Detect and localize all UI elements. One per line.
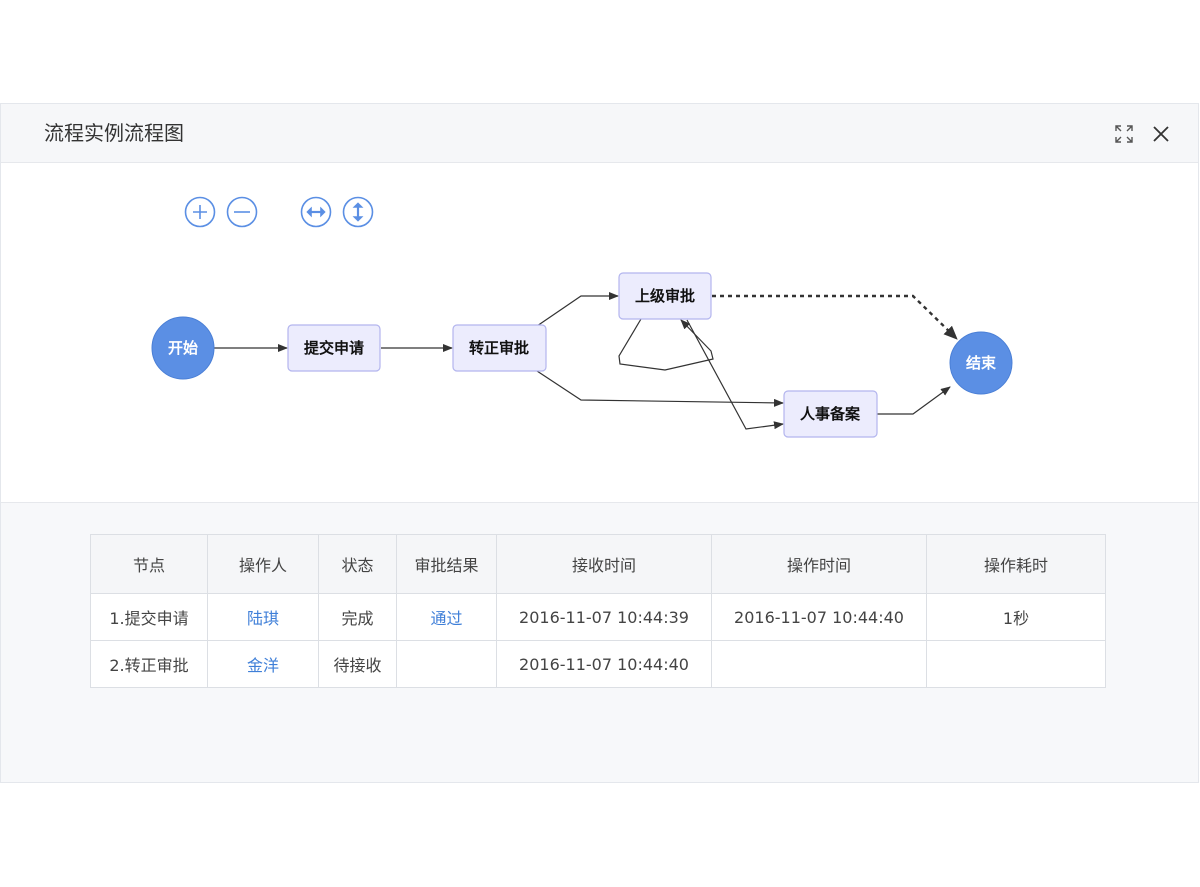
cell-result-link [396,640,497,688]
table-header-row: 节点 操作人 状态 审批结果 接收时间 操作时间 操作耗时 [90,534,1106,594]
zoom-in-icon[interactable] [184,196,216,228]
col-header-duration: 操作耗时 [926,534,1106,594]
flow-diagram-area: 开始 提交申请 转正审批 上级审批 人事备案 结束 [1,163,1198,503]
node-regularize-label: 转正审批 [469,339,529,357]
dialog-title: 流程实例流程图 [44,121,184,145]
fit-width-icon[interactable] [300,196,332,228]
node-submit[interactable]: 提交申请 [287,324,381,372]
close-icon[interactable] [1149,122,1173,146]
col-header-status: 状态 [318,534,397,594]
node-regularize[interactable]: 转正审批 [452,324,547,372]
col-header-node: 节点 [90,534,208,594]
node-end[interactable]: 结束 [949,331,1013,395]
node-submit-label: 提交申请 [304,339,364,357]
edge-superior-hr [686,319,784,430]
approval-records-table: 节点 操作人 状态 审批结果 接收时间 操作时间 操作耗时 1.提交申请 陆琪 … [90,534,1106,688]
col-header-result: 审批结果 [396,534,497,594]
fit-height-icon[interactable] [342,196,374,228]
cell-status: 待接收 [318,640,397,688]
cell-duration [926,640,1106,688]
fullscreen-icon[interactable] [1112,122,1136,146]
process-diagram-dialog: 流程实例流程图 [0,103,1199,783]
edge-hr-end [877,386,951,415]
edge-regularize-hr [536,370,784,407]
cell-node: 2.转正审批 [90,640,208,688]
cell-duration: 1秒 [926,593,1106,641]
table-row: 1.提交申请 陆琪 完成 通过 2016-11-07 10:44:39 2016… [90,593,1106,641]
cell-operated-time: 2016-11-07 10:44:40 [711,593,927,641]
node-hr-label: 人事备案 [800,405,861,423]
col-header-received-time: 接收时间 [496,534,712,594]
node-start-label: 开始 [168,339,198,357]
cell-received-time: 2016-11-07 10:44:39 [496,593,712,641]
col-header-operated-time: 操作时间 [711,534,927,594]
edge-superior-end-dashed [712,294,958,340]
dialog-header: 流程实例流程图 [1,104,1198,163]
cell-operator-link[interactable]: 金洋 [207,640,319,688]
cell-result-link[interactable]: 通过 [396,593,497,641]
node-hr[interactable]: 人事备案 [783,390,878,438]
cell-received-time: 2016-11-07 10:44:40 [496,640,712,688]
edge-regularize-superior [536,292,619,327]
table-row: 2.转正审批 金洋 待接收 2016-11-07 10:44:40 [90,640,1106,688]
approval-records-table-wrap: 节点 操作人 状态 审批结果 接收时间 操作时间 操作耗时 1.提交申请 陆琪 … [90,534,1106,688]
node-end-label: 结束 [966,354,997,372]
node-superior-label: 上级审批 [635,287,695,305]
cell-status: 完成 [318,593,397,641]
cell-operated-time [711,640,927,688]
zoom-out-icon[interactable] [226,196,258,228]
flow-chart-svg: 开始 提交申请 转正审批 上级审批 人事备案 结束 [151,272,1013,438]
node-start[interactable]: 开始 [151,316,215,380]
node-superior[interactable]: 上级审批 [618,272,712,320]
col-header-operator: 操作人 [207,534,319,594]
cell-node: 1.提交申请 [90,593,208,641]
edge-superior-loop [618,318,714,371]
cell-operator-link[interactable]: 陆琪 [207,593,319,641]
